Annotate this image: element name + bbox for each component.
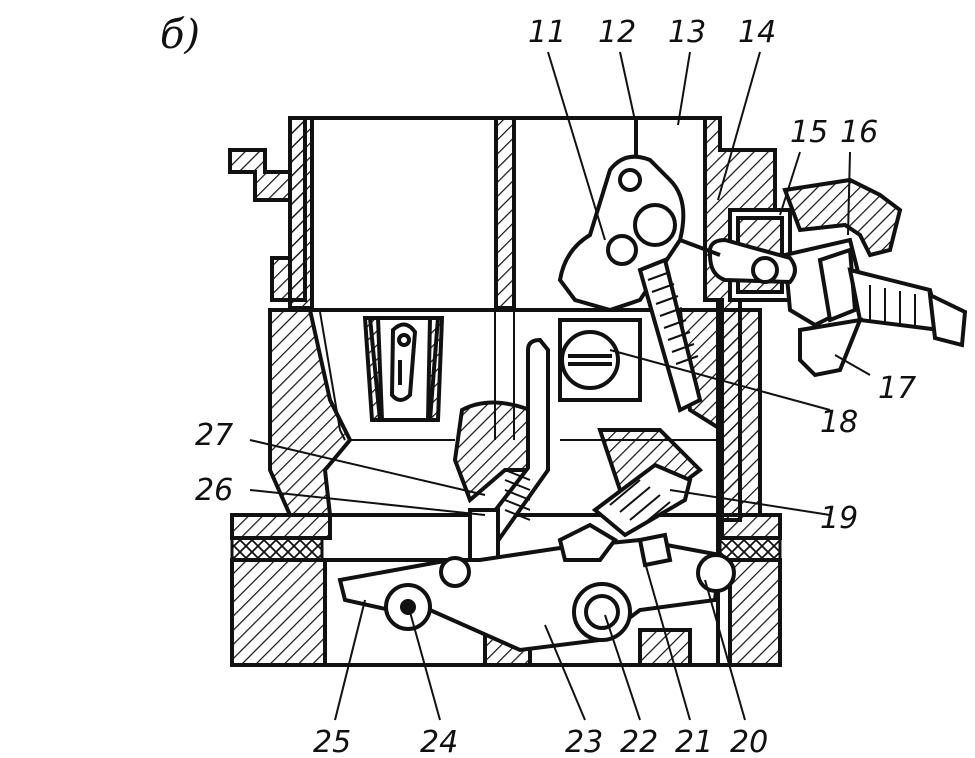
- accelerator-pump-fitting: [707, 177, 968, 378]
- callout-26: 26: [195, 473, 233, 508]
- callout-20: 20: [730, 725, 768, 758]
- callout-21: 21: [675, 725, 713, 758]
- callout-15: 15: [790, 115, 828, 150]
- middle-body: [268, 308, 762, 517]
- callout-11: 11: [528, 15, 566, 50]
- throttle-levers: [337, 462, 736, 653]
- callout-16: 16: [840, 115, 878, 150]
- callout-17: 17: [878, 371, 916, 406]
- callout-14: 14: [738, 15, 776, 50]
- callout-12: 12: [598, 15, 636, 50]
- choke-lever: [557, 118, 721, 413]
- callout-23: 23: [565, 725, 603, 758]
- leader-lines: [249, 51, 871, 721]
- callout-27: 27: [195, 418, 233, 453]
- lower-body: [230, 300, 782, 667]
- callout-labels: 11 12 13 14 15 16 17 18 19 20 21 22 23 2…: [195, 15, 916, 758]
- callout-18: 18: [820, 405, 858, 440]
- callout-25: 25: [313, 725, 351, 758]
- callout-22: 22: [620, 725, 658, 758]
- callout-24: 24: [420, 725, 458, 758]
- subfigure-label: б): [160, 12, 200, 58]
- callout-19: 19: [820, 501, 858, 536]
- callout-13: 13: [668, 15, 706, 50]
